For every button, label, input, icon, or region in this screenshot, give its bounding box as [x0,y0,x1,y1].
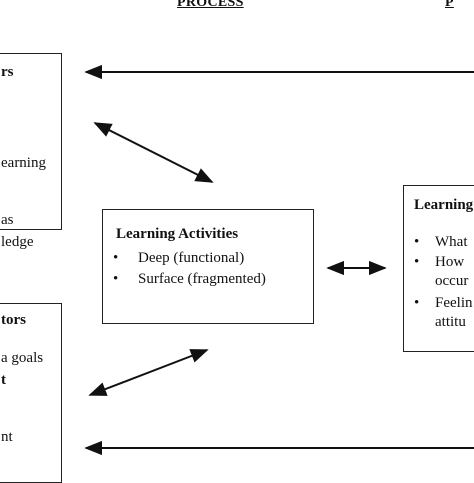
left-top-line-3: ledge [1,234,34,250]
right-box-title-fragment: Learning [414,197,474,213]
bullet-icon: • [113,271,119,287]
activity-surface: Surface (fragmented) [138,271,266,287]
left-bottom-line-1: a goals [1,350,44,366]
left-top-title-fragment: rs [1,64,14,80]
left-bottom-line-3: nt [1,429,13,445]
bottom-diagonal-arrow [88,349,209,396]
bullet-icon: • [414,295,420,311]
right-box-item-2: How [435,254,465,270]
left-bottom-title-fragment: tors [1,312,26,328]
product-header-partial: P [445,0,454,10]
left-top-box: rs earning as ledge [0,53,62,250]
list-item: • Surface (fragmented) [113,269,266,290]
right-box-item-3: Feelin [435,295,473,311]
right-box-item-3-cont: attitu [435,314,466,330]
bullet-icon: • [414,254,420,270]
right-box: Learning • What • How occur • Feelin att… [403,185,474,352]
right-box-bullet-3: • [414,294,419,312]
learning-activities-box: Learning Activities • Deep (functional) •… [102,209,314,324]
top-diagonal-arrow [93,122,214,183]
right-box-bullet-1: • [414,233,419,251]
learning-activities-title: Learning Activities [116,226,239,242]
activity-deep: Deep (functional) [138,250,245,266]
list-item: • Deep (functional) [113,248,266,269]
learning-activities-list: • Deep (functional) • Surface (fragmented) [113,248,266,290]
bullet-icon: • [113,250,119,266]
left-bottom-line-2: t [1,372,6,388]
right-box-item-2-cont: occur [435,273,469,289]
bullet-icon: • [414,234,420,250]
right-box-item-1: What [435,234,468,250]
left-bottom-box: tors a goals t nt [0,303,62,483]
process-header: PROCESS [177,0,244,10]
left-top-line-1: earning [1,155,46,171]
right-box-bullet-2: • [414,253,419,271]
left-top-line-2: as [1,212,14,228]
